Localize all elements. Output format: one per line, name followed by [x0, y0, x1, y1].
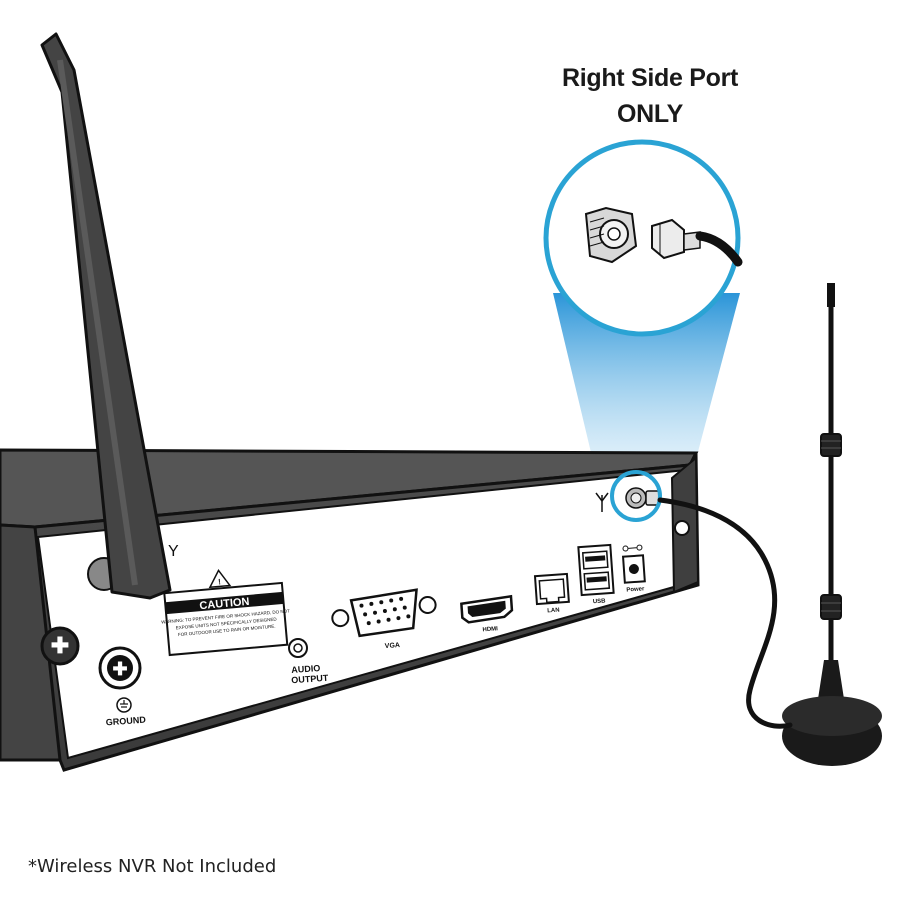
svg-text:!: ! — [218, 577, 221, 586]
vga-label: VGA — [385, 642, 401, 650]
audio-label-1: AUDIO — [291, 663, 321, 675]
caution-title: CAUTION — [199, 596, 250, 612]
usb-ports: USB — [577, 543, 615, 605]
callout-title-line1: Right Side Port — [561, 64, 739, 92]
power-port: Power — [621, 544, 646, 594]
attached-antenna — [40, 32, 172, 600]
port-highlight-ring — [610, 470, 662, 522]
ground-terminal: ✚ GROUND — [98, 646, 147, 728]
power-polarity-icon — [622, 544, 643, 552]
magnetic-antenna — [782, 283, 882, 766]
callout-title-line2: ONLY — [617, 100, 683, 128]
audio-label-2: OUTPUT — [291, 673, 329, 686]
usb-label: USB — [593, 598, 607, 605]
right-antenna-port — [625, 487, 661, 509]
wifi-antenna-symbol-icon — [595, 492, 609, 512]
footnote: *Wireless NVR Not Included — [28, 856, 277, 877]
magnified-connector — [651, 218, 743, 267]
svg-text:Y: Y — [168, 543, 179, 560]
audio-output-port: AUDIO OUTPUT — [288, 638, 329, 686]
vga-port: VGA — [331, 588, 437, 650]
warning-triangle-icon: ! — [208, 569, 232, 589]
svg-text:✚: ✚ — [112, 659, 127, 679]
ground-label: GROUND — [105, 715, 146, 728]
magnified-port — [584, 206, 638, 264]
nvr-device: ✚ ✚ GROUND ! CAUTION WARNING: TO PREVENT — [0, 448, 700, 772]
callout-beam — [553, 293, 740, 482]
hdmi-port: HDMI — [460, 594, 514, 633]
ground-icon — [116, 697, 132, 713]
lan-port: LAN — [533, 572, 570, 615]
callout-magnifier — [543, 139, 743, 337]
hdmi-label: HDMI — [482, 626, 498, 633]
caution-label: ! CAUTION WARNING: TO PREVENT FIRE OR SH… — [161, 569, 290, 657]
side-screw — [40, 626, 80, 666]
lan-label: LAN — [547, 608, 560, 615]
svg-text:✚: ✚ — [51, 633, 69, 658]
antenna-cable — [657, 497, 793, 729]
power-label: Power — [626, 586, 645, 593]
